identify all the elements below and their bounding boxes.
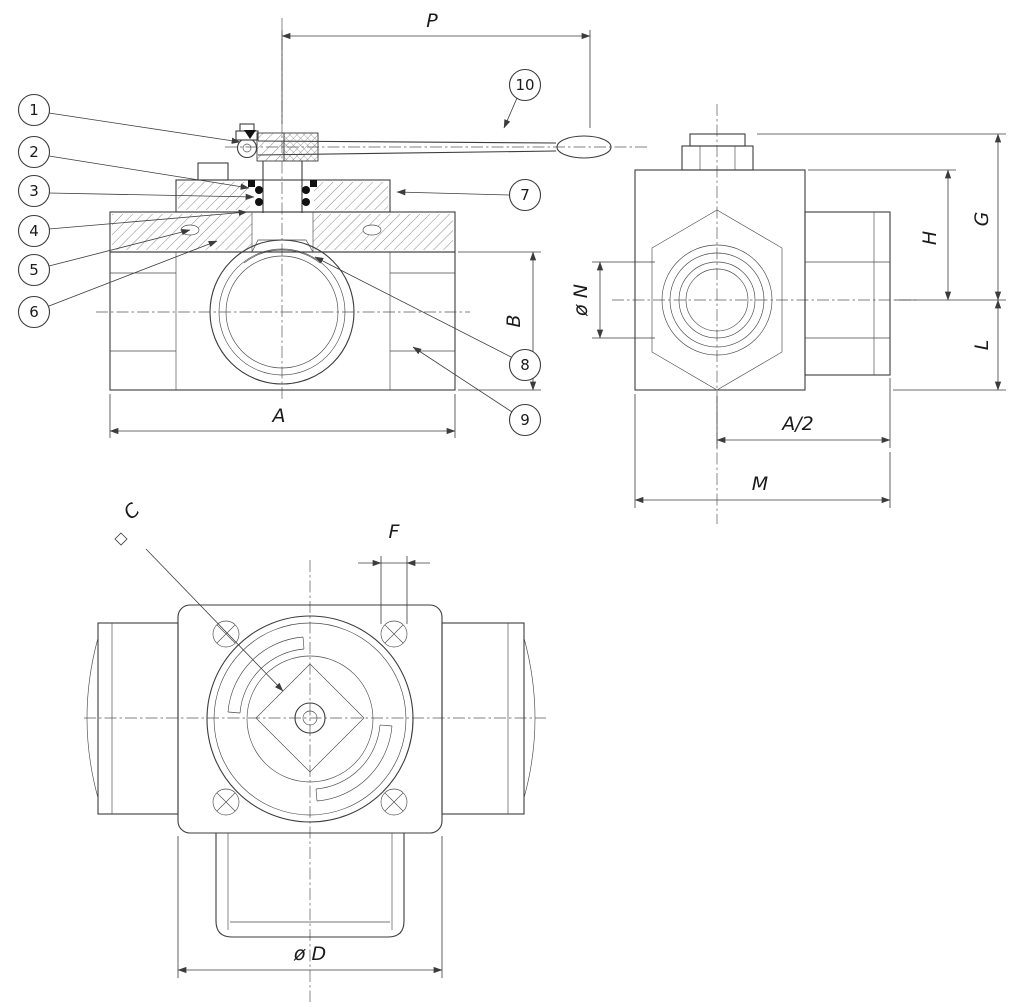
callout-5-number: 5 [29,261,39,279]
left-port-top-view [86,622,179,815]
front-section-view: P B A [96,10,648,438]
side-port-thread [678,261,756,339]
callout-2-number: 2 [29,143,39,161]
side-view: ø N G H L A/2 M [570,104,1006,524]
callout-9-number: 9 [520,411,530,429]
front-port-outer [209,239,355,385]
dimension-P: P [281,10,591,128]
dimension-C: C [114,499,284,692]
stop-pin [244,130,256,139]
dim-label-H: H [919,231,941,245]
front-port-thread [218,248,346,376]
callout-6-number: 6 [29,303,39,321]
handle-pivot [236,137,258,159]
callout-1-number: 1 [29,101,39,119]
oring-right-upper [302,186,310,194]
callout-5: 5 [17,228,191,287]
callout-4: 4 [17,209,248,248]
oring-right-lower [302,198,310,206]
ball-top-arc [243,249,321,264]
dimension-G: G [757,133,1006,301]
oring-left-lower [255,198,263,206]
valve-body-top [86,604,536,938]
dim-label-C: C [120,499,145,525]
dimension-A-half: A/2 [716,378,891,448]
handle-lever [235,123,612,162]
callout-3: 3 [17,174,255,208]
dim-label-A: A [271,405,286,427]
right-port-top-view [441,622,536,815]
stem-cap [681,145,754,171]
stem-top-circle [294,702,326,734]
seal-square-right [310,180,317,187]
callout-4-number: 4 [29,222,39,240]
callout-2: 2 [17,135,250,190]
callout-6: 6 [17,240,218,329]
dim-label-D: ø D [293,943,326,965]
stem-nut [689,133,746,147]
valve-body-front [109,239,456,391]
callout-8: 8 [314,256,542,382]
dim-label-P: P [426,10,438,32]
seal-square-left [248,180,255,187]
handle-hub-section [283,132,319,162]
gland-right-section [314,182,388,210]
stop-slot-left [227,636,305,714]
hex-face [651,209,783,391]
dim-label-M: M [752,473,768,495]
side-port-outer [661,244,773,356]
dim-label-G: G [971,212,993,227]
screw-top-right [380,620,408,648]
dimension-B: B [458,251,541,391]
stem-square [255,663,365,773]
valve-body-side [634,133,891,391]
screw-bottom-left [212,788,240,816]
callout-7: 7 [396,178,542,212]
handle-grip [556,135,612,159]
dimension-A: A [109,394,456,438]
dimension-M: M [634,394,891,508]
top-boss-circle [246,655,374,783]
dim-label-N: ø N [570,284,592,317]
callouts: 1 2 3 4 5 6 7 [17,68,542,437]
callout-7-number: 7 [520,186,530,204]
dimension-H: H [808,169,956,301]
oring-left-upper [255,186,263,194]
top-flange-circle [206,615,414,823]
dim-label-A-half: A/2 [780,413,814,435]
callout-1: 1 [17,93,241,144]
callout-9: 9 [412,346,542,437]
bolt-hole-right [362,224,382,236]
stem-gland [175,161,391,213]
bottom-port-top-view [215,833,405,938]
screw-bottom-right [380,788,408,816]
dim-label-F: F [389,521,401,543]
top-view: C F ø D [84,499,546,1002]
callout-3-number: 3 [29,182,39,200]
screw-top-left [212,620,240,648]
dim-label-B: B [503,314,525,327]
side-port-block [804,211,891,376]
dim-label-L: L [971,340,993,351]
dimension-L: L [893,299,1006,391]
body-top-plate [109,211,456,264]
dimension-D: ø D [177,836,443,978]
front-port-bore [225,255,339,369]
callout-10: 10 [503,68,542,129]
callout-8-number: 8 [520,356,530,374]
dimension-N: ø N [570,261,655,339]
stop-slot-right [315,724,393,802]
corner-screws [212,620,408,816]
square-section-symbol [114,532,128,546]
dimension-F: F [358,521,430,624]
callout-10-number: 10 [515,76,534,94]
spring-washer-section [256,132,285,162]
